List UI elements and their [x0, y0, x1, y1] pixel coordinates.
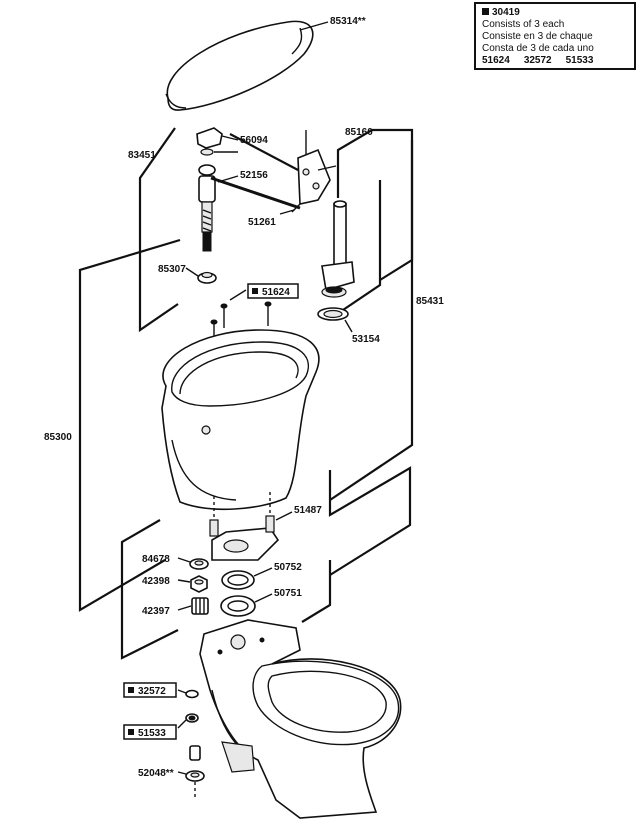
leader-84678 — [177, 557, 191, 563]
flapper — [291, 130, 337, 213]
kit-contents-box: 30419 Consists of 3 each Consiste en 3 d… — [474, 2, 636, 70]
bowl-bolt — [185, 745, 205, 800]
bracket-gaskets — [301, 560, 332, 623]
assembly-brackets — [78, 127, 414, 660]
leader-handle — [221, 135, 239, 141]
bracket-hardware — [120, 519, 179, 660]
leader-lid — [299, 21, 329, 31]
leader-50752 — [253, 567, 273, 577]
boxed-label-bowl-washer: 51533 — [123, 724, 177, 740]
leader-washer — [344, 319, 353, 333]
flush-valve-washer — [317, 307, 349, 321]
label-flapper-chain: 85160 — [345, 127, 373, 138]
trip-lever-arm — [210, 176, 301, 210]
leader-51533 — [177, 719, 187, 729]
toilet-bowl — [199, 619, 402, 819]
leader-nut — [185, 267, 199, 277]
tank — [161, 329, 320, 510]
kit-part-2: 32572 — [523, 55, 552, 66]
bracket-tank-assembly — [329, 140, 414, 501]
kit-parts-row: 51624 32572 51533 — [482, 55, 628, 67]
label-spud-nut: 42397 — [142, 606, 170, 617]
kit-line-en: Consists of 3 each — [482, 19, 565, 30]
flush-handle — [196, 127, 223, 156]
kit-line-fr: Consiste en 3 de chaque — [482, 31, 593, 42]
fill-valve-nut — [197, 271, 217, 284]
leader-trip-lever — [217, 175, 239, 183]
leader-50751 — [254, 593, 273, 603]
kit-part-1: 51624 — [482, 55, 510, 66]
gasket-lower — [220, 595, 256, 617]
leader-plate — [275, 511, 293, 521]
fill-valve — [198, 164, 301, 252]
label-gasket-upper: 50752 — [274, 562, 302, 573]
kit-square-icon — [482, 8, 489, 15]
label-fill-valve-nut: 85307 — [158, 264, 186, 275]
boxed-label-tank-bolt: 51624 — [247, 283, 299, 299]
label-bowl-cap: 32572 — [138, 686, 166, 697]
label-gasket-lower: 50751 — [274, 588, 302, 599]
bolt-washer — [189, 558, 209, 570]
bracket-handle-top — [229, 133, 299, 171]
leader-chain-clip — [279, 209, 295, 215]
label-lid: 85314** — [330, 16, 366, 27]
label-flush-handle: 56094 — [240, 135, 268, 146]
label-handle-assembly: 83451 — [128, 150, 156, 161]
flush-valve — [321, 200, 355, 298]
bracket-plate — [328, 466, 412, 576]
leader-42398 — [177, 579, 191, 583]
tank-lid — [165, 20, 314, 111]
label-bowl-bolt: 52048** — [138, 768, 174, 779]
label-bolt-nut: 42398 — [142, 576, 170, 587]
leader-52048 — [177, 771, 187, 775]
bracket-flush-valve-inner — [339, 180, 382, 313]
bracket-handle-assembly — [138, 127, 179, 333]
spud-nut — [191, 597, 209, 615]
label-bowl-washer: 51533 — [138, 728, 166, 739]
kit-line-es: Consta de 3 de cada uno — [482, 43, 594, 54]
leader-32572 — [177, 689, 187, 694]
bowl-cap — [185, 689, 199, 699]
bolt-nut — [190, 575, 208, 593]
kit-number-row: 30419 — [482, 7, 628, 19]
gasket-upper — [221, 570, 255, 590]
label-tank-bolt: 51624 — [262, 287, 290, 298]
bracket-flush-valve — [336, 128, 414, 281]
leader-tank-bolt — [229, 289, 247, 301]
kit-number: 30419 — [492, 7, 520, 18]
label-trip-lever: 52156 — [240, 170, 268, 181]
label-bolt-washer: 84678 — [142, 554, 170, 565]
boxed-label-bowl-cap: 32572 — [123, 682, 177, 698]
label-chain-clip: 51261 — [248, 217, 276, 228]
bowl-washer — [185, 713, 199, 723]
kit-part-3: 51533 — [565, 55, 594, 66]
tank-plate — [209, 492, 280, 561]
label-tank: 85300 — [44, 432, 72, 443]
label-tank-assembly: 85431 — [416, 296, 444, 307]
leader-42397 — [177, 605, 192, 611]
label-tank-plate: 51487 — [294, 505, 322, 516]
label-flush-valve-washer: 53154 — [352, 334, 380, 345]
